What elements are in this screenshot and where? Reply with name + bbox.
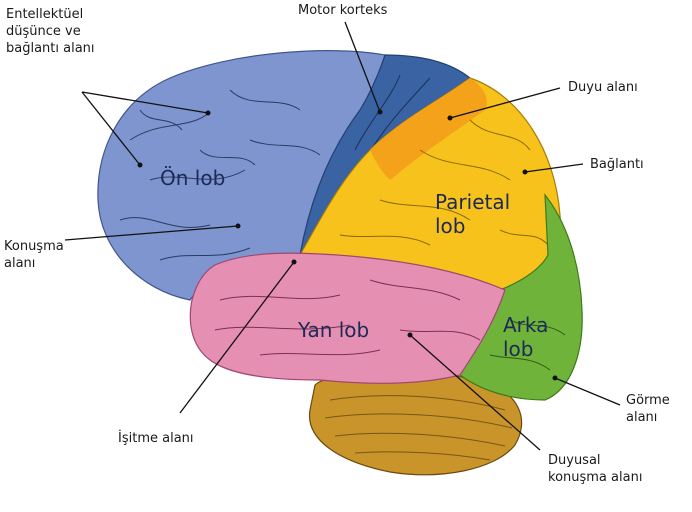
lobe-label-arka: Arka lob	[503, 313, 548, 361]
occipital-lobe	[459, 193, 583, 401]
label-konusma-line1: Konuşma	[4, 239, 64, 254]
label-konusma-line2: alanı	[4, 256, 36, 271]
label-duyusal: Duyusal konuşma alanı	[548, 452, 642, 486]
leader-duyusal	[409, 334, 541, 451]
label-gorme-line1: Görme	[626, 393, 670, 408]
label-gorme: Görme alanı	[626, 392, 670, 426]
cerebellum	[308, 371, 523, 476]
lobe-label-parietal-line1: Parietal	[435, 190, 511, 214]
lobe-label-yan-lob: Yan lob	[298, 318, 370, 342]
label-entellektuel-line1: Entellektüel	[6, 7, 84, 22]
label-gorme-line2: alanı	[626, 410, 658, 425]
leader-duyu	[449, 87, 561, 119]
lobe-label-arka-line2: lob	[503, 337, 534, 361]
label-baglanti: Bağlantı	[590, 157, 644, 172]
label-entellektuel: Entellektüel düşünce ve bağlantı alanı	[6, 6, 95, 57]
label-isitme-alani: İşitme alanı	[118, 431, 194, 446]
label-motor-korteks: Motor korteks	[298, 3, 388, 18]
leader-motor	[344, 21, 381, 113]
label-duyusal-line2: konuşma alanı	[548, 470, 643, 485]
pointer-dots	[137, 109, 558, 381]
leader-entellektuel-1	[81, 91, 209, 114]
label-duyu-alani: Duyu alanı	[568, 80, 638, 95]
lobe-label-on-lob: Ön lob	[160, 166, 226, 190]
label-duyusal-line1: Duyusal	[548, 453, 601, 468]
lobe-label-parietal-line2: lob	[435, 214, 466, 238]
leader-gorme	[554, 377, 621, 406]
leader-baglanti	[524, 163, 584, 173]
leader-lines	[64, 21, 621, 451]
leader-konusma	[64, 225, 239, 241]
label-entellektuel-line3: bağlantı alanı	[6, 41, 95, 56]
leader-isitme	[179, 261, 295, 414]
temporal-lobe	[189, 252, 506, 384]
lobe-label-parietal: Parietal lob	[435, 190, 510, 238]
lobe-label-arka-line1: Arka	[503, 313, 549, 337]
leader-entellektuel-2	[81, 91, 141, 166]
label-konusma: Konuşma alanı	[4, 238, 64, 272]
label-entellektuel-line2: düşünce ve	[6, 24, 81, 39]
